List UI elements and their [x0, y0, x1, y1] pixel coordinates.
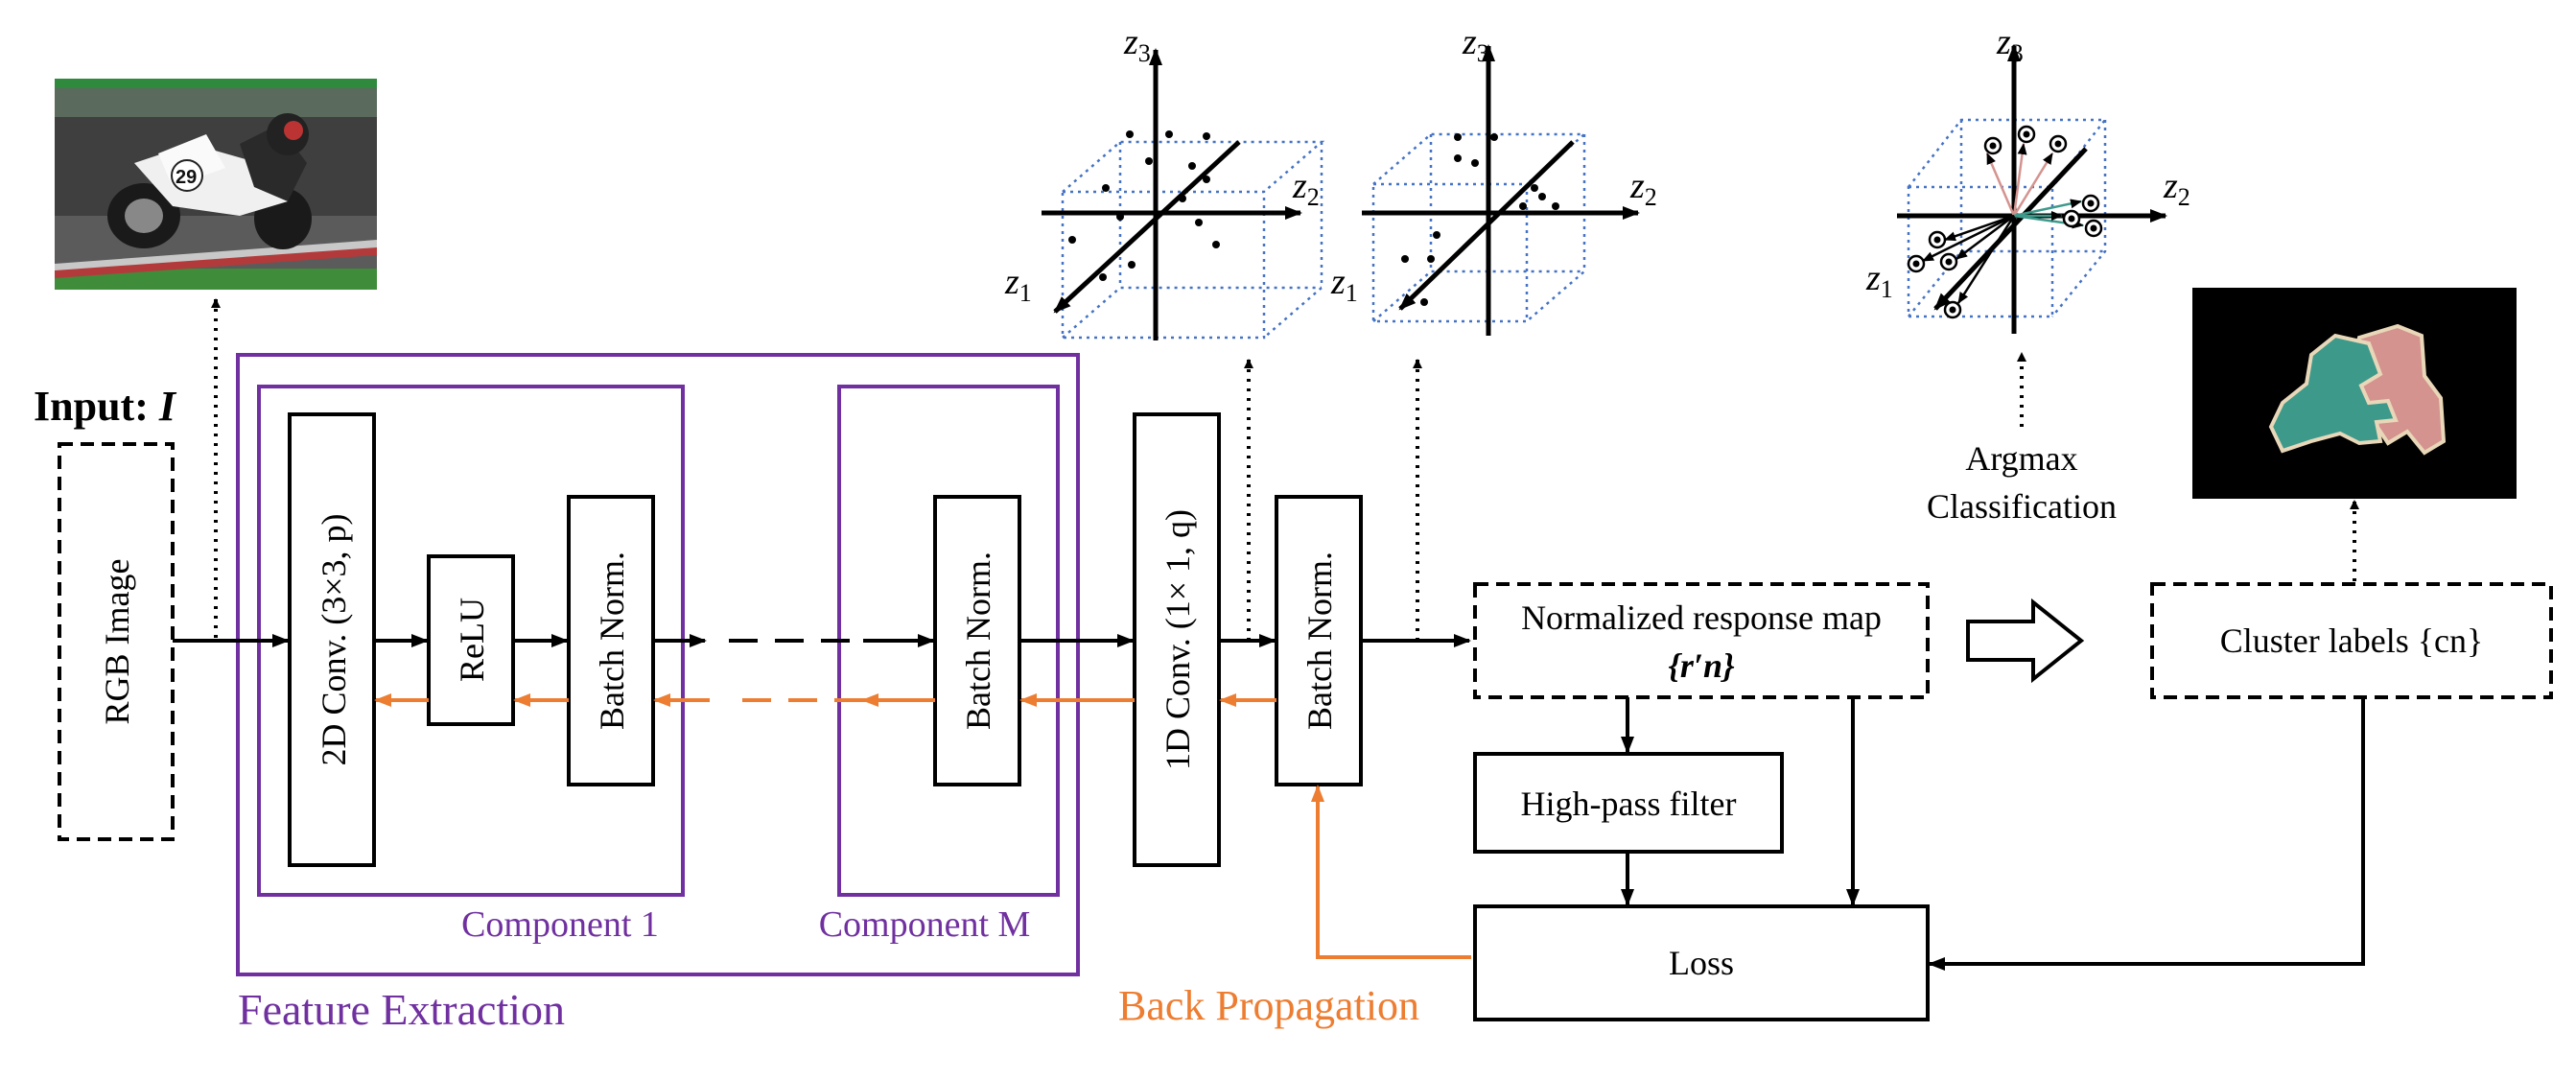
svg-text:z2: z2: [1292, 166, 1320, 211]
svg-text:z1: z1: [1004, 262, 1032, 307]
component-m-label: Component M: [819, 904, 1031, 945]
conv1d-label: 1D Conv. (1× 1, q): [1159, 509, 1197, 770]
high-pass-filter-label: High-pass filter: [1521, 785, 1737, 823]
segmentation-output: [2192, 288, 2517, 499]
conv1d-block: [1133, 412, 1221, 867]
loss-block: [1473, 904, 1930, 1021]
feature-space-cube-3: z3 z2 z1: [1865, 22, 2190, 334]
cluster-labels-box: [2150, 582, 2553, 699]
loss-flow: [1621, 697, 2365, 971]
batch-norm-output-label: Batch Norm.: [1300, 551, 1339, 730]
component-1-label: Component 1: [461, 904, 659, 945]
batch-norm-1-label: Batch Norm.: [593, 551, 631, 730]
response-map-label: Normalized response map: [1521, 598, 1882, 637]
rgb-image-label: RGB Image: [98, 559, 136, 725]
conv2d-label: 2D Conv. (3×3, p): [315, 514, 353, 766]
argmax-label: Argmax: [1965, 439, 2077, 478]
response-map-box: [1473, 582, 1930, 699]
input-photo: 29: [55, 79, 377, 290]
conv2d-block: [288, 412, 376, 867]
svg-text:z1: z1: [1330, 262, 1358, 307]
classification-label: Classification: [1927, 487, 2117, 526]
backward-flow: [374, 693, 1471, 959]
loss-label: Loss: [1669, 944, 1734, 982]
feature-extraction-label: Feature Extraction: [238, 985, 565, 1034]
input-label: Input: I: [34, 383, 177, 430]
svg-text:z3: z3: [1996, 22, 2024, 67]
back-propagation-label: Back Propagation: [1118, 982, 1419, 1029]
feature-space-cube-1: z3 z2 z1: [1004, 22, 1325, 340]
svg-text:z1: z1: [1865, 258, 1893, 303]
cluster-labels-label: Cluster labels {cn}: [2220, 622, 2484, 660]
relu-label: ReLU: [453, 598, 491, 682]
high-pass-filter-block: [1473, 752, 1784, 854]
svg-text:29: 29: [176, 167, 197, 188]
svg-text:z2: z2: [1629, 166, 1657, 211]
response-map-symbol: {r′n}: [1668, 646, 1735, 685]
feature-space-cube-2: z3 z2 z1: [1330, 22, 1657, 336]
batch-norm-m-label: Batch Norm.: [959, 551, 997, 730]
svg-text:z3: z3: [1462, 22, 1489, 67]
batch-norm-output-block: [1275, 495, 1363, 786]
hollow-arrow-icon: [1966, 598, 2085, 684]
feature-extraction-frame: [236, 353, 1080, 976]
svg-text:z3: z3: [1123, 22, 1151, 67]
svg-text:z2: z2: [2163, 166, 2190, 211]
rgb-image-box: [58, 442, 175, 841]
